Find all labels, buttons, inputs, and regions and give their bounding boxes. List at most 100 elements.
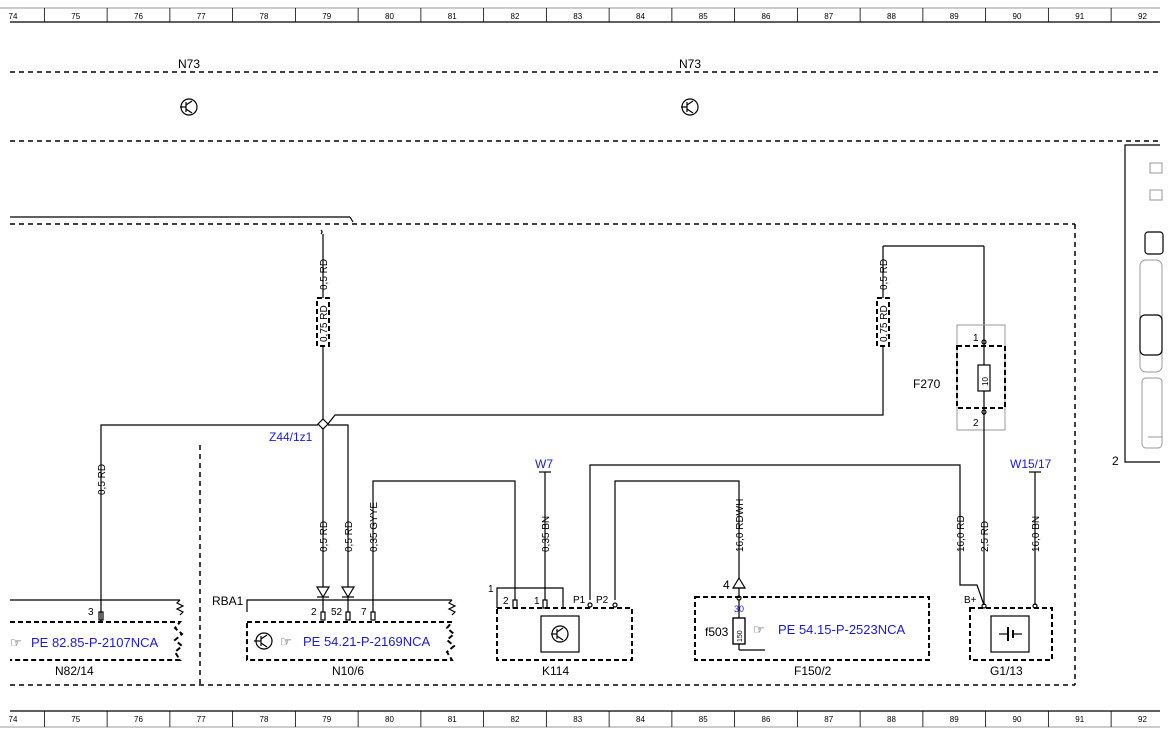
wire-label: 0,5 RD: [344, 521, 355, 552]
wire-top-rd: [316, 229, 330, 419]
fuse-rating: 10: [981, 377, 990, 386]
k114-pin-1-outer: 1: [488, 584, 494, 595]
w15-label: W15/17: [1010, 457, 1052, 471]
wire-label: 0,5 RD: [319, 259, 330, 290]
z44-label: Z44/1z1: [269, 430, 313, 444]
grid-column-label: 91: [1075, 715, 1084, 724]
f150-fuse: [732, 617, 746, 645]
grid-column-label: 92: [1138, 715, 1147, 724]
f150-reference-link[interactable]: PE 54.15-P-2523NCA: [778, 622, 906, 637]
wire-label: 0,75 RD: [879, 305, 890, 342]
grid-column-label: 89: [950, 12, 959, 21]
battery-icon: [999, 627, 1022, 641]
wire-label: 0,5 RD: [97, 464, 108, 495]
grid-column-label: 83: [573, 715, 582, 724]
wire-p2-rdwh: [614, 480, 740, 600]
f270-pin-1: 1: [973, 333, 979, 344]
grid-column-label: 85: [699, 12, 708, 21]
grid-column-label: 84: [636, 715, 645, 724]
transistor-icon: [180, 98, 198, 116]
w7-label: W7: [535, 457, 553, 471]
n10-reference-link[interactable]: PE 54.21-P-2169NCA: [303, 634, 431, 649]
grid-column-label: 82: [511, 12, 520, 21]
grid-column-label: 82: [511, 715, 520, 724]
fuse-rating: 150: [737, 630, 744, 642]
grid-column-label: 78: [260, 715, 269, 724]
right-edge-component: [1124, 144, 1164, 463]
grid-column-label: 86: [762, 715, 771, 724]
grid-column-label: 88: [887, 715, 896, 724]
grid-column-label: 91: [1075, 12, 1084, 21]
wire-z44-to-n82: [100, 424, 318, 612]
f270-fuse-holder: [956, 324, 1006, 431]
grid-ruler-bottom: [0, 710, 1160, 728]
wire-label: 0,35 GYYE: [369, 502, 380, 552]
n10-pin-52: 52: [331, 607, 343, 618]
n10-component: [246, 599, 457, 661]
rba1-label: RBA1: [212, 594, 244, 608]
grid-column-label: 74: [9, 12, 18, 21]
grid-column-label: 87: [824, 715, 833, 724]
pointer-hand-icon: ☞: [280, 634, 292, 649]
grid-column-label: 80: [385, 715, 394, 724]
transistor-icon: [551, 625, 569, 643]
grid-column-label: 81: [448, 715, 457, 724]
g1-pin-bplus: B+: [964, 595, 977, 606]
k114-pin-p2: P2: [596, 595, 609, 606]
grid-column-label: 83: [573, 12, 582, 21]
n10-pin-2: 2: [311, 607, 317, 618]
n10-pin-7: 7: [361, 607, 367, 618]
k114-label: K114: [542, 664, 569, 678]
grid-column-label: 76: [134, 715, 143, 724]
grid-column-label: 92: [1138, 12, 1147, 21]
wire-right-rd: [876, 245, 985, 347]
n82-reference-link[interactable]: PE 82.85-P-2107NCA: [31, 635, 159, 650]
wire-label: 16,0 RDWH: [735, 499, 746, 552]
grid-column-label: 87: [824, 12, 833, 21]
f150-label: F150/2: [794, 664, 832, 678]
grid-column-label: 90: [1013, 715, 1022, 724]
f150-pin-30: 30: [734, 604, 744, 614]
wire-label: 0,5 RD: [319, 521, 330, 552]
wire-p1: [589, 464, 985, 606]
k114-component: [496, 587, 633, 661]
edge-pin-2: 2: [1112, 454, 1119, 468]
f503-label: f503: [705, 625, 729, 639]
grid-column-label: 81: [448, 12, 457, 21]
splice-icon: [317, 418, 329, 430]
n73-right-label: N73: [679, 57, 701, 71]
grid-column-label: 75: [71, 12, 80, 21]
grid-column-label: 86: [762, 12, 771, 21]
f270-label: F270: [913, 377, 941, 391]
f270-pin-2: 2: [973, 418, 979, 429]
grid-column-label: 75: [71, 715, 80, 724]
grid-column-label: 84: [636, 12, 645, 21]
grid-column-label: 79: [322, 715, 331, 724]
f150-component: [694, 596, 930, 661]
n82-pin-3: 3: [88, 607, 94, 618]
grid-column-label: 89: [950, 715, 959, 724]
pointer-hand-icon: ☞: [10, 635, 22, 650]
n82-label: N82/14: [55, 664, 94, 678]
k114-pin-p1: P1: [573, 595, 586, 606]
k114-pin-2: 2: [503, 596, 509, 607]
grid-column-label: 80: [385, 12, 394, 21]
n82-component: [10, 599, 185, 661]
g1-label: G1/13: [990, 664, 1023, 678]
grid-column-label: 88: [887, 12, 896, 21]
wire-label: 16,0 BN: [1031, 516, 1042, 552]
grid-column-label: 77: [197, 715, 206, 724]
grid-column-label: 79: [322, 12, 331, 21]
grid-column-label: 78: [260, 12, 269, 21]
transistor-icon: [681, 98, 699, 116]
grid-ruler-top: [0, 7, 1160, 23]
wire-label: 0,75 RD: [319, 305, 330, 342]
wire-label: 0,35 BN: [541, 516, 552, 552]
grid-column-label: 90: [1013, 12, 1022, 21]
n73-left-label: N73: [178, 57, 200, 71]
n10-label: N10/6: [332, 664, 364, 678]
wire-label: 0,5 RD: [879, 259, 890, 290]
wire-z44-to-n10-b: [328, 424, 349, 587]
